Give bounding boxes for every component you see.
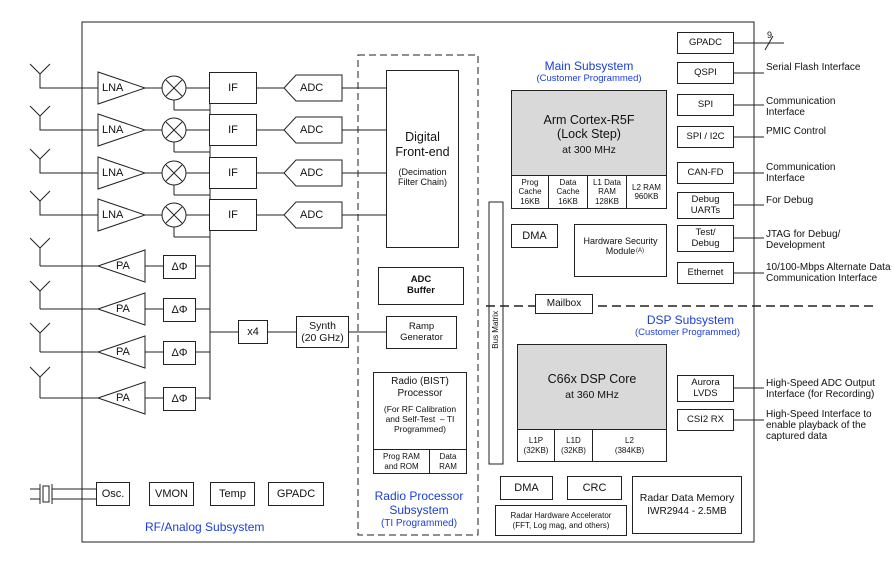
crc-block: CRC xyxy=(567,476,622,500)
radio-subsystem-outline xyxy=(357,54,479,536)
peripheral-lines xyxy=(734,35,784,421)
temp-block: Temp xyxy=(210,482,255,506)
lna-label-2: LNA xyxy=(102,124,124,136)
main-subsystem-subtitle: (Customer Programmed) xyxy=(536,73,642,84)
adc-label-2: ADC xyxy=(300,124,324,136)
qspi-description: Serial Flash Interface xyxy=(766,62,861,73)
multiplier-x4: x4 xyxy=(238,320,268,344)
dsp-l1p: L1P (32KB) xyxy=(517,429,555,462)
peripheral-aurora-lvds: Aurora LVDS xyxy=(677,375,734,402)
adc-label-3: ADC xyxy=(300,167,324,179)
aurora-description: High-Speed ADC Output Interface (for Rec… xyxy=(766,378,875,400)
peripheral-gpadc: GPADC xyxy=(677,32,734,54)
gpadc-bus-width: 9 xyxy=(767,30,773,40)
radar-hardware-accelerator: Radar Hardware Accelerator (FFT, Log mag… xyxy=(495,505,627,536)
phase-shifter-2: ΔΦ xyxy=(163,298,196,322)
osc-block: Osc. xyxy=(96,482,130,506)
cpu-frequency: at 300 MHz xyxy=(562,143,616,156)
cpu-name: Arm Cortex-R5F (Lock Step) xyxy=(543,113,635,142)
dsp-core-frequency: at 360 MHz xyxy=(565,389,619,402)
chip-outline xyxy=(81,21,755,543)
if-block-2: IF xyxy=(209,114,257,146)
can-fd-description: Communication Interface xyxy=(766,162,836,184)
l1-data-ram: L1 Data RAM 128KB xyxy=(587,175,627,209)
lna-label-4: LNA xyxy=(102,209,124,221)
bist-prog-ram: Prog RAM and ROM xyxy=(373,449,430,474)
peripheral-spi: SPI xyxy=(677,94,734,116)
peripheral-csi2-rx: CSI2 RX xyxy=(677,409,734,431)
test-debug-description: JTAG for Debug/ Development xyxy=(766,229,841,251)
lna-label-1: LNA xyxy=(102,82,124,94)
pa-label-4: PA xyxy=(116,392,130,404)
hsm-note: (A) xyxy=(636,248,644,254)
spi-i2c-description: PMIC Control xyxy=(766,126,827,137)
radar-memory-label: Radar Data Memory xyxy=(639,492,735,505)
hardware-security-module: Hardware Security Module (A) xyxy=(574,224,667,277)
bist-title: Radio (BIST) Processor xyxy=(391,376,449,399)
bist-data-ram: Data RAM xyxy=(429,449,467,474)
phase-shifter-4: ΔΦ xyxy=(163,387,196,411)
data-cache: Data Cache 16KB xyxy=(548,175,588,209)
lo-distribution xyxy=(173,98,386,400)
radar-data-memory: Radar Data Memory IWR2944 - 2.5MB xyxy=(632,476,742,534)
rx-chains xyxy=(29,63,386,232)
pa-label-2: PA xyxy=(116,303,130,315)
if-block-3: IF xyxy=(209,157,257,189)
ramp-generator: Ramp Generator xyxy=(386,316,457,349)
crystal-symbol xyxy=(30,484,96,504)
dfe-title: Digital Front-end xyxy=(395,130,450,159)
adc-label-4: ADC xyxy=(300,209,324,221)
dsp-l1d: L1D (32KB) xyxy=(554,429,593,462)
hsm-label: Hardware Security Module xyxy=(583,236,658,257)
main-subsystem-title: Main Subsystem xyxy=(544,59,634,73)
dsp-core-name: C66x DSP Core xyxy=(547,372,637,386)
gpadc-rf-block: GPADC xyxy=(268,482,324,506)
vmon-block: VMON xyxy=(149,482,194,506)
peripheral-ethernet: Ethernet xyxy=(677,262,734,284)
dfe-subtitle: (Decimation Filter Chain) xyxy=(397,167,447,188)
prog-cache: Prog Cache 16KB xyxy=(511,175,549,209)
l2-ram: L2 RAM 960KB xyxy=(626,175,667,209)
lna-label-3: LNA xyxy=(102,167,124,179)
bus-matrix-bar xyxy=(488,201,504,465)
dsp-subsystem-subtitle: (Customer Programmed) xyxy=(634,327,740,338)
peripheral-spi-i2c: SPI / I2C xyxy=(677,126,734,148)
tx-chains xyxy=(29,237,210,415)
phase-shifter-1: ΔΦ xyxy=(163,255,196,279)
radar-memory-size: IWR2944 - 2.5MB xyxy=(647,506,727,518)
phase-shifter-3: ΔΦ xyxy=(163,341,196,365)
adc-label-1: ADC xyxy=(300,82,324,94)
spi-description: Communication Interface xyxy=(766,96,836,118)
dsp-l2: L2 (384KB) xyxy=(592,429,667,462)
adc-buffer: ADC Buffer xyxy=(378,267,464,305)
peripheral-test-debug: Test/ Debug xyxy=(677,225,734,252)
rf-subsystem-title: RF/Analog Subsystem xyxy=(145,520,265,534)
peripheral-debug-uarts: Debug UARTs xyxy=(677,192,734,219)
if-block-4: IF xyxy=(209,199,257,231)
main-dma: DMA xyxy=(511,224,558,248)
radio-subsystem-subtitle: (TI Programmed) xyxy=(380,518,458,529)
csi2-description: High-Speed Interface to enable playback … xyxy=(766,409,872,442)
peripheral-can-fd: CAN-FD xyxy=(677,162,734,184)
pa-label-3: PA xyxy=(116,346,130,358)
dsp-dma: DMA xyxy=(500,476,553,500)
mailbox: Mailbox xyxy=(535,294,593,314)
peripheral-qspi: QSPI xyxy=(677,62,734,84)
ethernet-description: 10/100-Mbps Alternate Data Communication… xyxy=(766,262,891,284)
bus-matrix-label: Bus Matrix xyxy=(491,310,501,349)
digital-front-end: Digital Front-end (Decimation Filter Cha… xyxy=(386,70,459,248)
bist-subtitle: (For RF Calibration and Self-Test – TI P… xyxy=(383,404,457,434)
radio-subsystem-title: Radio Processor Subsystem xyxy=(374,489,464,518)
pa-label-1: PA xyxy=(116,260,130,272)
dsp-subsystem-title: DSP Subsystem xyxy=(646,313,734,327)
if-block-1: IF xyxy=(209,72,257,104)
debug-uarts-description: For Debug xyxy=(766,195,814,206)
synth-block: Synth (20 GHz) xyxy=(296,316,349,348)
